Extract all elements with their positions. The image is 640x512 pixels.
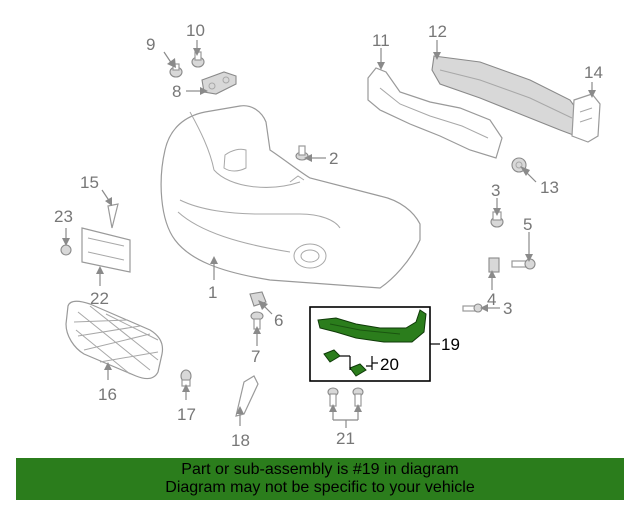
banner-line-2: Diagram may not be specific to your vehi…: [165, 479, 475, 496]
pin-part-7[interactable]: [250, 311, 264, 330]
pin-part-17[interactable]: [180, 369, 192, 387]
callout-3-lower[interactable]: 3: [503, 299, 512, 318]
callout-16[interactable]: 16: [98, 385, 117, 404]
callout-17[interactable]: 17: [177, 405, 196, 424]
callout-7[interactable]: 7: [251, 347, 260, 366]
callout-1[interactable]: 1: [208, 283, 217, 302]
callout-18[interactable]: 18: [231, 431, 250, 450]
grille-part-16[interactable]: [65, 300, 164, 380]
retainer-part-4[interactable]: [488, 257, 500, 273]
callout-8[interactable]: 8: [172, 82, 181, 101]
callout-22[interactable]: 22: [90, 289, 109, 308]
callout-9[interactable]: 9: [146, 35, 155, 54]
callout-4[interactable]: 4: [487, 290, 496, 309]
callout-23[interactable]: 23: [54, 207, 73, 226]
callout-11[interactable]: 11: [372, 31, 390, 50]
screw-part-5[interactable]: [511, 258, 536, 270]
callout-12[interactable]: 12: [428, 22, 447, 41]
bolt-part-9[interactable]: [169, 63, 183, 78]
part-info-banner: Part or sub-assembly is #19 in diagram D…: [16, 458, 624, 500]
callout-2[interactable]: 2: [329, 149, 338, 168]
callout-10[interactable]: 10: [186, 21, 205, 40]
callout-15[interactable]: 15: [80, 173, 99, 192]
callout-6[interactable]: 6: [274, 311, 283, 330]
clip-part-3-lower[interactable]: [462, 303, 483, 313]
bracket-part-14[interactable]: [571, 93, 601, 143]
banner-line-1: Part or sub-assembly is #19 in diagram: [181, 461, 459, 478]
callout-14[interactable]: 14: [584, 63, 603, 82]
callout-labels: 1 2 3 4 5 3 6 7 8 9 10 11 12 13 14 15 16…: [54, 21, 603, 450]
parts-diagram: 1 2 3 4 5 3 6 7 8 9 10 11 12 13 14 15 16…: [54, 21, 603, 450]
reinforcement-beam-part-12[interactable]: [431, 55, 581, 137]
callout-5[interactable]: 5: [523, 215, 532, 234]
clip-part-20[interactable]: [323, 349, 367, 377]
emblem-part-15[interactable]: [107, 203, 119, 229]
callout-13[interactable]: 13: [540, 178, 559, 197]
callout-3-upper[interactable]: 3: [491, 181, 500, 200]
license-bracket-part-22[interactable]: [81, 227, 131, 273]
callout-19[interactable]: 19: [441, 335, 460, 354]
highlight-leaders: [340, 343, 440, 370]
bracket-part-18[interactable]: [235, 375, 259, 417]
leader-lines: [62, 40, 596, 428]
bolts-part-21[interactable]: [327, 387, 364, 407]
highlighted-assembly-box[interactable]: [309, 306, 431, 382]
screw-part-23[interactable]: [60, 244, 72, 256]
energy-absorber-part-11[interactable]: [367, 67, 503, 159]
callout-21[interactable]: 21: [336, 429, 355, 448]
callout-20[interactable]: 20: [380, 355, 399, 374]
bumper-cover-part-1[interactable]: [160, 105, 421, 289]
bolt-part-10[interactable]: [191, 51, 205, 68]
